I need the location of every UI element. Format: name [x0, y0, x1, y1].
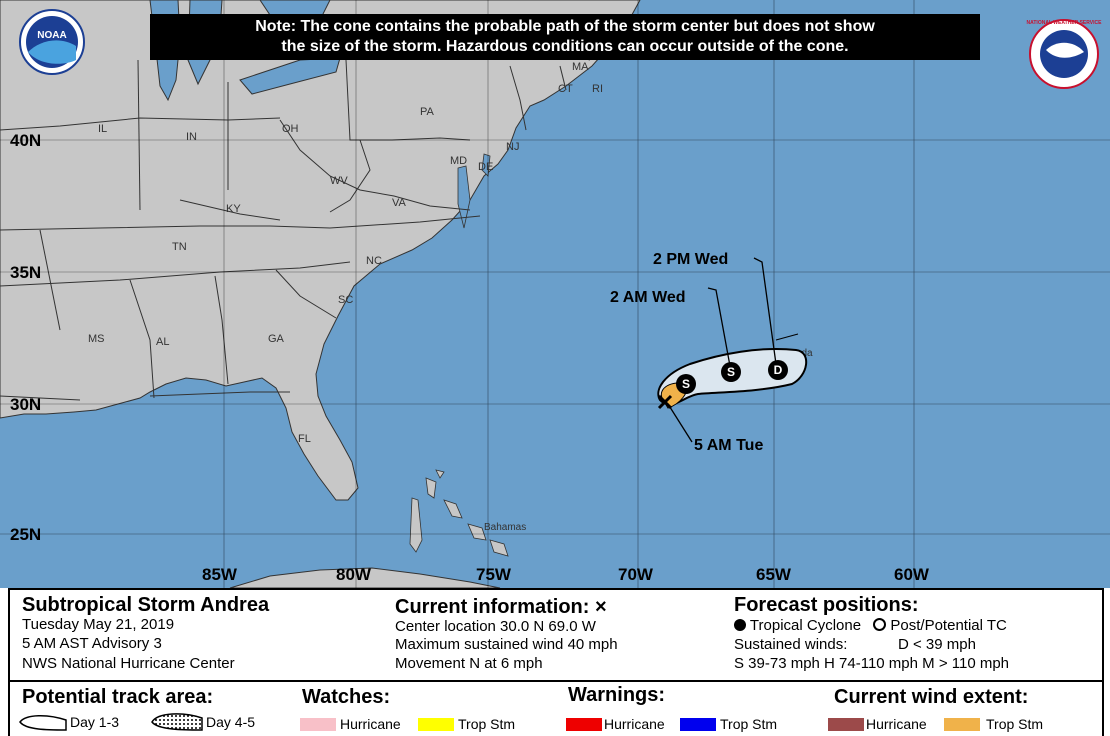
state-label-de: DE	[478, 161, 493, 173]
state-borders	[0, 49, 591, 401]
storm-movement: Movement N at 6 mph	[395, 655, 543, 672]
callout-lines	[667, 257, 777, 443]
lon-label-65w: 65W	[756, 565, 792, 584]
forecast-point-1: S	[676, 374, 696, 394]
storm-track-map: IL IN OH PA MA CT RI NJ MD DE WV VA KY T…	[0, 0, 1110, 588]
legend-panel: Subtropical Storm Andrea Tuesday May 21,…	[0, 588, 1110, 736]
advisory-number: 5 AM AST Advisory 3	[22, 635, 162, 652]
day-1-3-cone-icon	[19, 715, 67, 731]
warnings-title: Warnings:	[568, 684, 666, 706]
forecast-point-current	[657, 394, 673, 410]
day-4-5-label: Day 4-5	[206, 714, 256, 730]
place-label-bahamas: Bahamas	[484, 522, 526, 533]
lat-label-25n: 25N	[10, 525, 41, 544]
lat-label-35n: 35N	[10, 263, 41, 282]
state-label-ri: RI	[592, 83, 603, 95]
state-label-ms: MS	[88, 333, 105, 345]
current-info-title: Current information: ×	[395, 596, 607, 618]
lat-label-40n: 40N	[10, 131, 41, 150]
current-position-x-icon: ×	[595, 596, 607, 618]
state-label-sc: SC	[338, 294, 353, 306]
forecast-label-5am-tue: 5 AM Tue	[694, 437, 763, 454]
tropical-cyclone-label: Tropical Cyclone	[749, 617, 862, 634]
potential-track-title: Potential track area:	[22, 686, 214, 708]
ext-trop-label: Trop Stm	[986, 716, 1044, 732]
state-label-va: VA	[392, 197, 407, 209]
watch-hurricane-swatch	[300, 718, 336, 731]
center-location: Center location 30.0 N 69.0 W	[395, 618, 596, 635]
noaa-logo-text: NOAA	[37, 30, 66, 41]
nws-logo: NATIONAL WEATHER SERVICE	[1027, 19, 1103, 89]
forecast-point-2-symbol: S	[727, 365, 735, 379]
state-label-nc: NC	[366, 255, 382, 267]
state-label-nj: NJ	[506, 141, 519, 153]
lon-label-85w: 85W	[202, 565, 238, 584]
tropical-cyclone-filled-circle-icon	[734, 619, 746, 631]
warn-hurricane-swatch	[566, 718, 602, 731]
day-1-3-label: Day 1-3	[70, 714, 120, 730]
watch-hurricane-label: Hurricane	[340, 716, 401, 732]
state-label-fl: FL	[298, 433, 311, 445]
wind-extent-title: Current wind extent:	[834, 686, 1029, 708]
advisory-date: Tuesday May 21, 2019	[22, 616, 175, 633]
forecast-label-2pm-wed: 2 PM Wed	[653, 251, 728, 268]
state-label-tn: TN	[172, 241, 187, 253]
max-sustained-wind: Maximum sustained wind 40 mph	[395, 636, 618, 653]
day-4-5-cone-icon	[151, 713, 203, 731]
state-label-wv: WV	[330, 175, 348, 187]
forecast-point-2: S	[721, 362, 741, 382]
lat-label-30n: 30N	[10, 395, 41, 414]
lon-label-70w: 70W	[618, 565, 654, 584]
state-label-ma: MA	[572, 61, 589, 73]
watch-trop-label: Trop Stm	[458, 716, 516, 732]
state-label-il: IL	[98, 123, 107, 135]
lon-label-80w: 80W	[336, 565, 372, 584]
ext-hurricane-label: Hurricane	[866, 716, 927, 732]
sustained-winds-label: Sustained winds:	[734, 636, 848, 653]
legend-frame	[8, 588, 1104, 736]
warn-trop-swatch	[680, 718, 716, 731]
state-label-al: AL	[156, 336, 169, 348]
nws-logo-text: NATIONAL WEATHER SERVICE	[1027, 20, 1103, 26]
forecast-symbol-key: Tropical Cyclone Post/Potential TC	[734, 617, 1007, 634]
legend-separator	[8, 680, 1102, 682]
forecast-label-2am-wed: 2 AM Wed	[610, 289, 686, 306]
lon-label-60w: 60W	[894, 565, 930, 584]
state-label-oh: OH	[282, 123, 299, 135]
watch-trop-swatch	[418, 718, 454, 731]
post-tc-label: Post/Potential TC	[890, 617, 1007, 634]
graticule	[0, 0, 1110, 588]
watches-title: Watches:	[302, 686, 391, 708]
wind-scale-line: S 39-73 mph H 74-110 mph M > 110 mph	[734, 655, 1010, 672]
state-label-ga: GA	[268, 333, 285, 345]
post-tc-open-circle-icon	[873, 618, 887, 631]
forecast-point-3: D	[768, 360, 788, 380]
forecast-positions-title: Forecast positions:	[734, 594, 919, 616]
noaa-logo: NOAA	[19, 9, 85, 75]
note-line-1: Note: The cone contains the probable pat…	[255, 18, 875, 35]
warn-hurricane-label: Hurricane	[604, 716, 665, 732]
state-label-ct: CT	[558, 83, 573, 95]
current-info-title-text: Current information:	[395, 596, 590, 618]
land-usa	[0, 0, 641, 501]
ext-trop-swatch	[944, 718, 980, 731]
forecast-point-1-symbol: S	[682, 377, 690, 391]
state-label-md: MD	[450, 155, 467, 167]
storm-name: Subtropical Storm Andrea	[22, 594, 270, 616]
ext-hurricane-swatch	[828, 718, 864, 731]
forecast-point-3-symbol: D	[774, 363, 783, 377]
depression-wind-range: D < 39 mph	[898, 636, 976, 653]
lon-label-75w: 75W	[476, 565, 512, 584]
land-cuba	[229, 567, 501, 588]
note-line-2: the size of the storm. Hazardous conditi…	[281, 38, 849, 55]
bermuda-marker	[775, 333, 799, 341]
land-bahamas	[409, 469, 509, 557]
state-label-ky: KY	[226, 203, 241, 215]
warn-trop-label: Trop Stm	[720, 716, 778, 732]
issuing-center: NWS National Hurricane Center	[22, 655, 235, 672]
cone-disclaimer-note: Note: The cone contains the probable pat…	[150, 14, 980, 60]
state-label-pa: PA	[420, 106, 435, 118]
state-label-in: IN	[186, 131, 197, 143]
